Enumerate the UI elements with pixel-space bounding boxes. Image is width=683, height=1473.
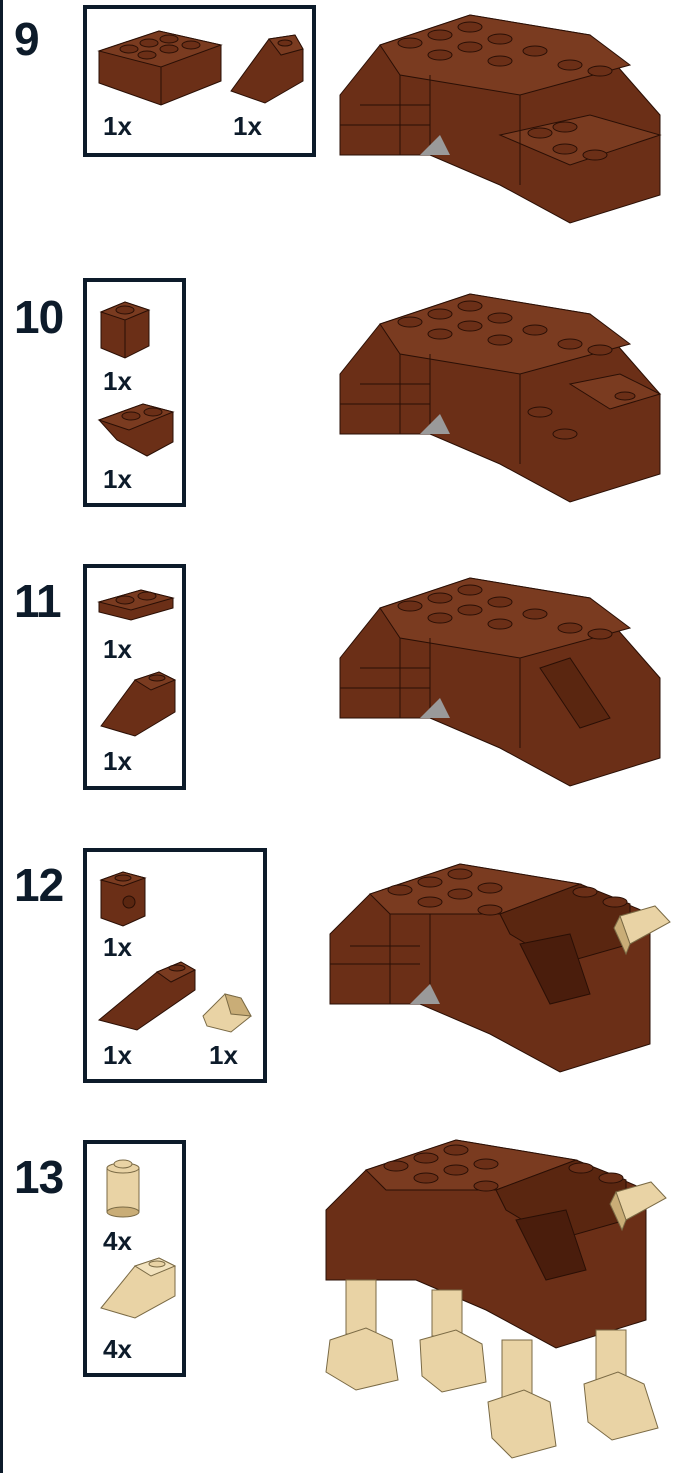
step-12: 12 1x 1x 1x: [0, 848, 683, 1088]
step-number: 10: [14, 294, 63, 340]
part-quantity: 1x: [103, 636, 132, 662]
round-brick-tan-icon: [103, 1158, 143, 1218]
part-quantity: 1x: [103, 748, 132, 774]
step-11: 11 1x 1x: [0, 564, 683, 804]
step-number: 9: [14, 16, 39, 62]
slope-brick-icon: [99, 668, 179, 738]
tan-tile-slope-icon: [201, 990, 253, 1034]
parts-callout: 1x 1x: [83, 564, 186, 790]
inverted-slope-icon: [97, 396, 177, 458]
step-9: 9 1x 1x: [0, 0, 683, 260]
step-number: 13: [14, 1154, 63, 1200]
step-13-model: [326, 1140, 671, 1470]
brick-2x3-icon: [99, 23, 221, 108]
part-quantity: 1x: [103, 1042, 132, 1068]
part-quantity: 4x: [103, 1228, 132, 1254]
long-slope-icon: [97, 956, 197, 1032]
step-10: 10 1x 1x: [0, 278, 683, 518]
part-quantity: 1x: [103, 368, 132, 394]
brick-1x1-icon: [99, 298, 151, 360]
part-quantity: 1x: [103, 466, 132, 492]
tan-slope-icon: [99, 1254, 179, 1320]
step-13: 13 4x 4x: [0, 1140, 683, 1473]
part-quantity: 1x: [103, 113, 132, 139]
plate-1x2-icon: [97, 586, 177, 622]
part-quantity: 4x: [103, 1336, 132, 1362]
step-11-model: [340, 568, 670, 788]
parts-callout: 4x 4x: [83, 1140, 186, 1377]
parts-callout: 1x 1x 1x: [83, 848, 267, 1083]
step-10-model: [340, 284, 670, 504]
brick-with-stud-icon: [99, 868, 149, 928]
step-number: 11: [14, 578, 61, 624]
step-number: 12: [14, 862, 63, 908]
slope-brick-icon: [229, 31, 309, 105]
parts-callout: 1x 1x: [83, 278, 186, 507]
parts-callout: 1x 1x: [83, 5, 316, 157]
part-quantity: 1x: [209, 1042, 238, 1068]
step-12-model: [330, 854, 675, 1079]
step-9-model: [340, 5, 670, 225]
part-quantity: 1x: [233, 113, 262, 139]
